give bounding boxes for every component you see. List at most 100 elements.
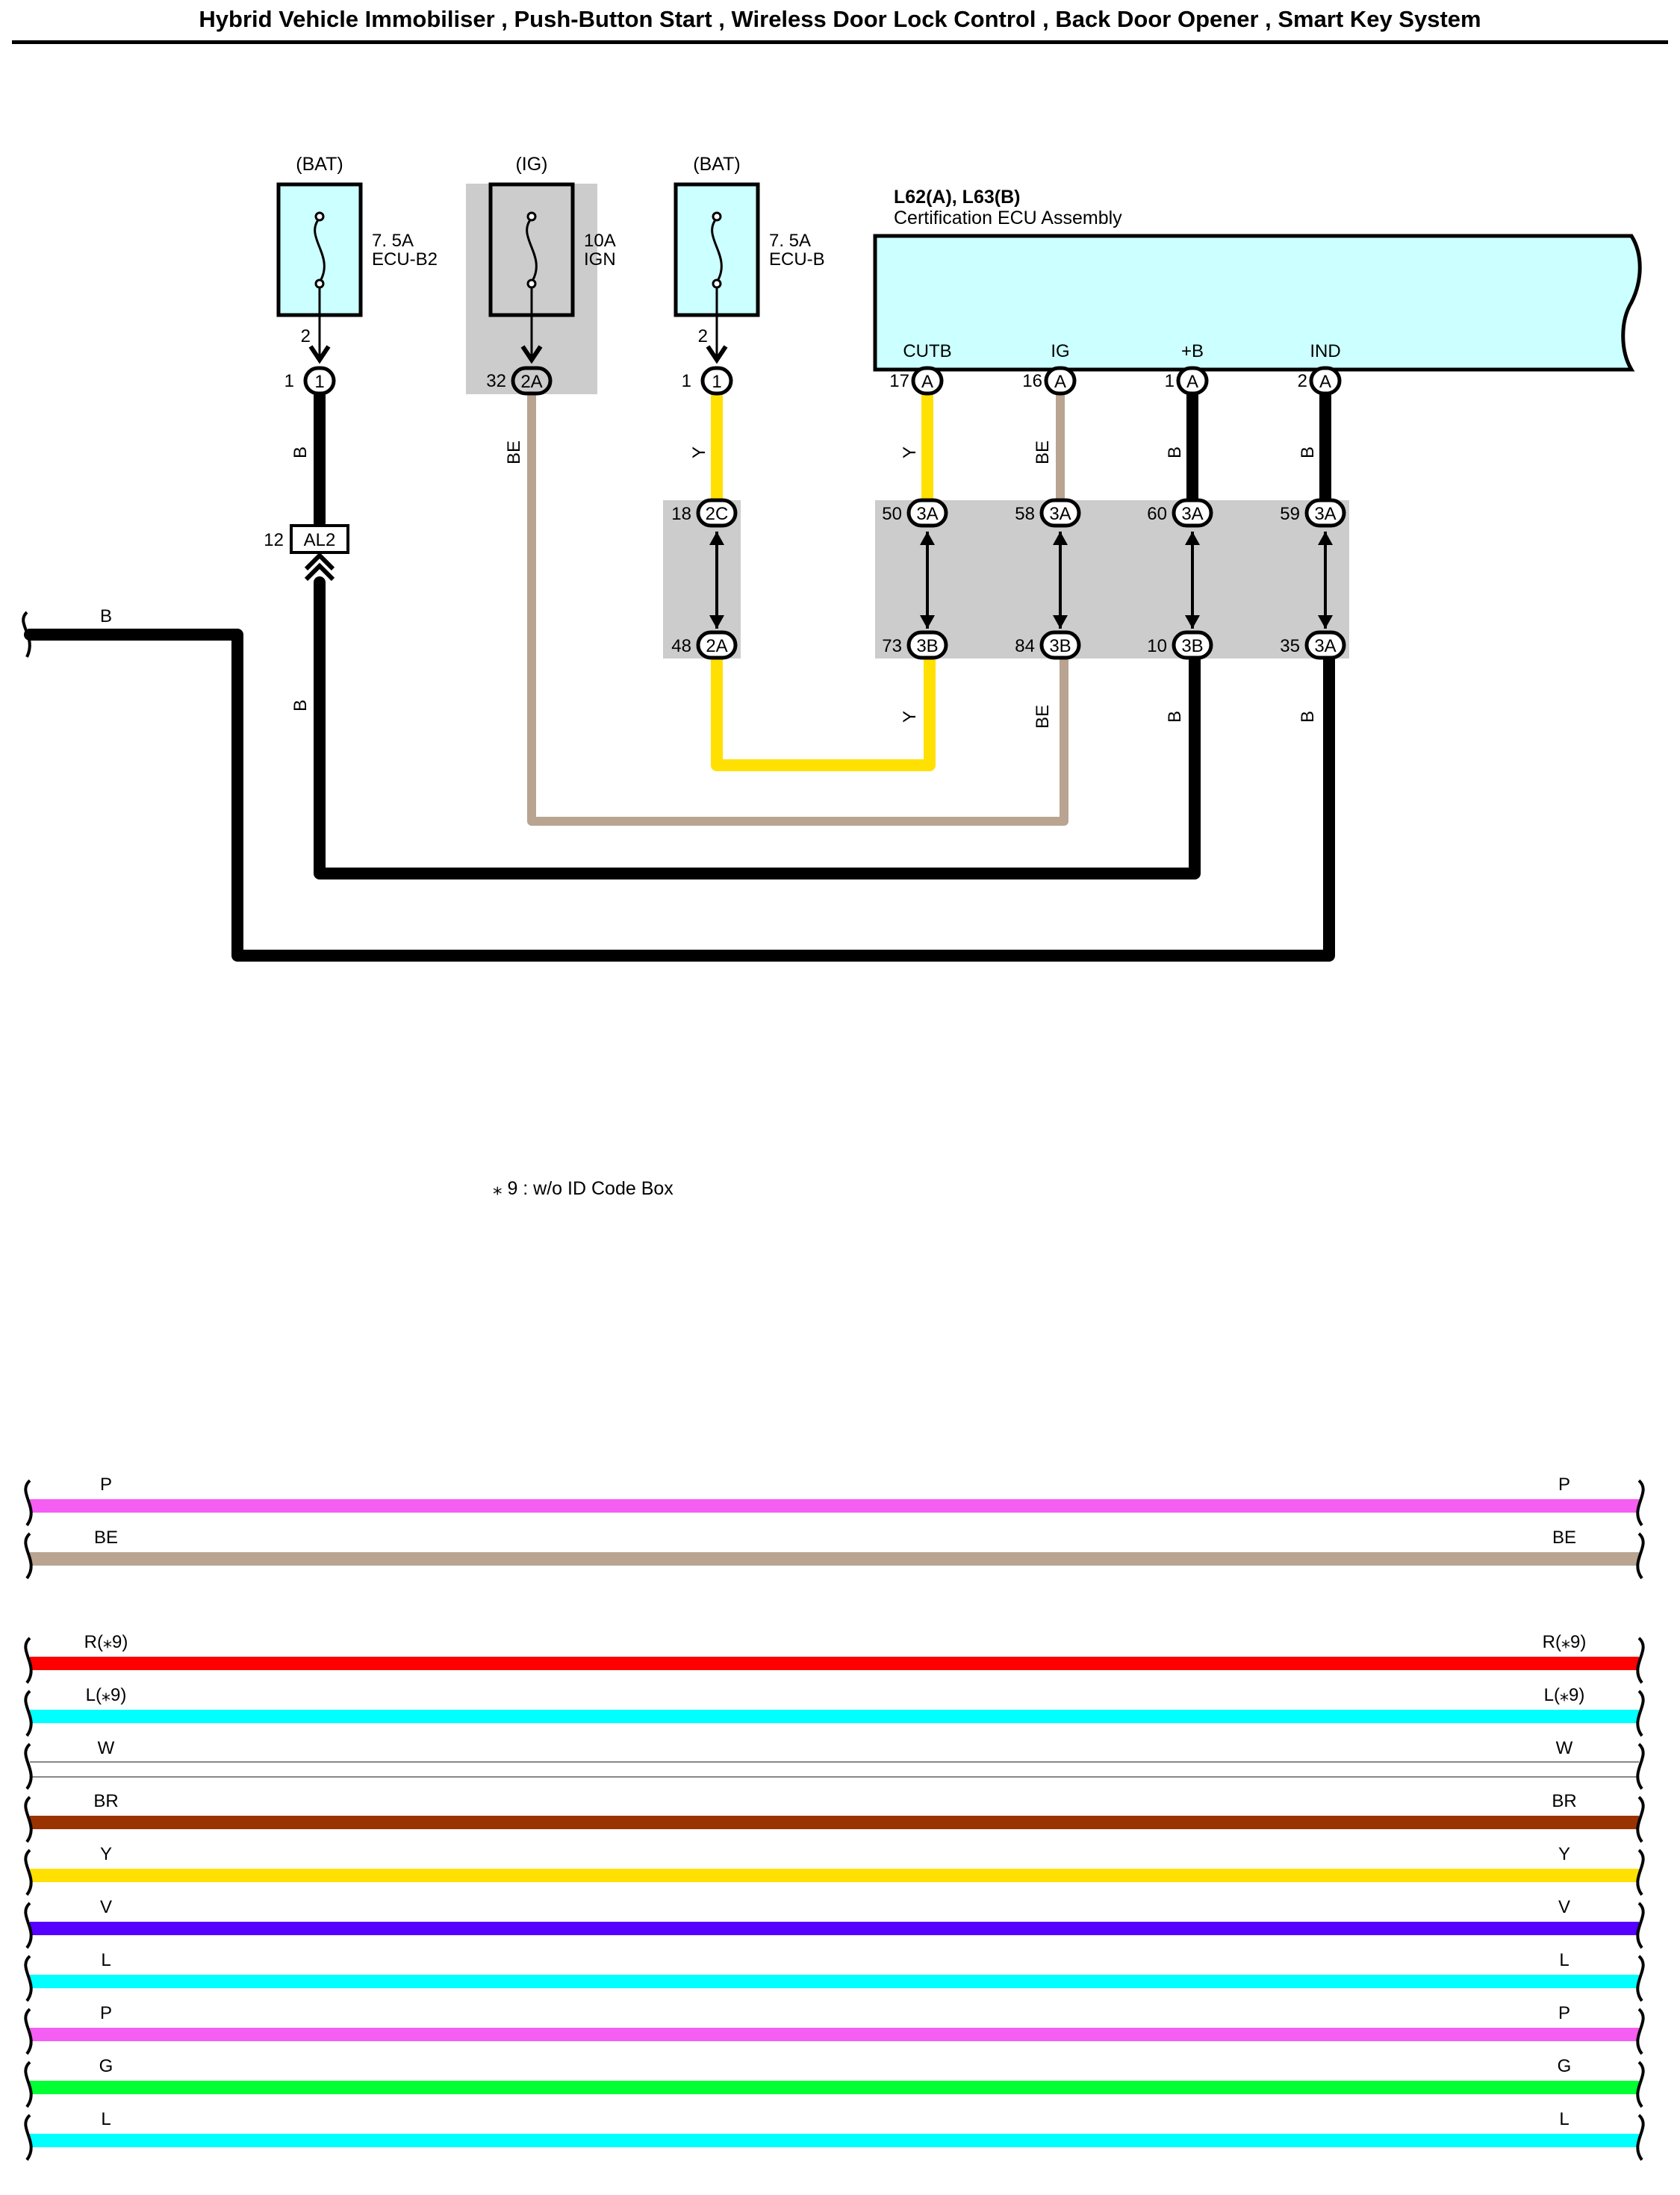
- wire-label-w5b: BE: [1033, 705, 1053, 729]
- fuse-2-connector-pin: 1: [682, 371, 691, 391]
- bus-b-3-break-right: [1636, 1796, 1645, 1843]
- ecu-terminal-0-pin: 17: [889, 371, 909, 391]
- fuse-0-arrow: [308, 345, 331, 364]
- wire-label-w4b: Y: [900, 711, 920, 723]
- fuse-1-rating: 10A: [584, 231, 616, 251]
- fuse-0-term-top: [314, 211, 325, 222]
- junction-1-top-pin: 50: [882, 504, 902, 524]
- bus-a-1-label-left: BE: [94, 1528, 118, 1548]
- junction-2-top-pin: 58: [1015, 504, 1035, 524]
- fuse-0-source: (BAT): [296, 154, 343, 175]
- junction-2-top-connector-label: 3A: [1049, 504, 1071, 524]
- junction-3-bottom-connector: [1172, 630, 1213, 660]
- junction-3-top-connector-label: 3A: [1181, 504, 1203, 524]
- fuse-2-connector-label: 1: [712, 372, 721, 392]
- junction-0-bottom-connector: [696, 630, 738, 660]
- fuse-2-connector: [700, 366, 733, 396]
- fuse-0-element: [314, 217, 326, 283]
- wire-label-left-bus: B: [100, 606, 112, 626]
- fuse-1-name: IGN: [584, 249, 616, 270]
- bus-b-8-break-left: [24, 2061, 33, 2108]
- bus-b-0-label-left: R(⁎9): [84, 1632, 128, 1652]
- junction-1-top-connector-label: 3A: [916, 504, 938, 524]
- ecu-name: Certification ECU Assembly: [894, 208, 1122, 228]
- junction-4-bottom-connector-label: 3A: [1314, 636, 1336, 656]
- bus-a-0-break-right: [1636, 1479, 1645, 1527]
- title-underline: [12, 40, 1668, 44]
- bus-b-7-break-right: [1636, 2008, 1645, 2055]
- wire-label-w3: Y: [689, 446, 709, 458]
- fuse-1-arrow: [520, 345, 543, 364]
- junction-3-bottom-connector-label: 3B: [1181, 636, 1203, 656]
- fuse-2-term-bottom: [712, 278, 722, 289]
- ecu-terminal-0-connector: [911, 366, 944, 396]
- fuse-2-name: ECU-B: [769, 249, 825, 270]
- junction-3-link-up: [1185, 532, 1200, 545]
- ecu-body: [873, 234, 1642, 372]
- fuse-0-term-bottom: [314, 278, 325, 289]
- junction-2-bottom-pin: 84: [1015, 636, 1035, 656]
- bus-b-6-break-left: [24, 1955, 33, 2002]
- junction-0-bottom-pin: 48: [671, 636, 691, 656]
- junction-4-top-connector: [1304, 498, 1346, 528]
- bus-b-0-label-right: R(⁎9): [1543, 1632, 1587, 1652]
- fuse-2-term-top: [712, 211, 722, 222]
- junction-2-bottom-connector-label: 3B: [1049, 636, 1071, 656]
- fuse-0-connector-pin: 1: [284, 371, 294, 391]
- bus-b-5-break-right: [1636, 1902, 1645, 1949]
- bus-b-9-break-left: [24, 2114, 33, 2161]
- fuse-1-connector: [511, 366, 553, 396]
- junction-0-link-up: [709, 532, 724, 545]
- ecu-terminal-0-label: CUTB: [903, 341, 951, 361]
- ecu-terminal-3-label: IND: [1310, 341, 1340, 361]
- junction-0-link-down: [709, 615, 724, 629]
- bus-b-8-break-right: [1636, 2061, 1645, 2108]
- ecu-terminal-2-connector: [1176, 366, 1209, 396]
- junction-1-top-connector: [906, 498, 948, 528]
- bus-b-3-break-left: [24, 1796, 33, 1843]
- ecu-terminal-1-pin: 16: [1022, 371, 1042, 391]
- fuse-0-connector-label: 1: [314, 372, 324, 392]
- al2-chevron-2: [304, 562, 335, 582]
- junction-1-link-up: [920, 532, 935, 545]
- al2-pin: 12: [264, 530, 284, 550]
- junction-0-top-connector: [696, 498, 738, 528]
- bus-b-6-label-right: L: [1559, 1950, 1569, 1970]
- fuse-1-term-bottom: [526, 278, 537, 289]
- wire-y-2a-to-3b: [711, 653, 936, 771]
- fuse-0-connector: [303, 366, 336, 396]
- junction-2-bottom-connector: [1039, 630, 1081, 660]
- bus-b-2-label-left: W: [98, 1738, 115, 1758]
- ecu-terminal-2-connector-label: A: [1186, 372, 1198, 392]
- junction-0-top-pin: 18: [671, 504, 691, 524]
- fuse-0-pin: 2: [301, 326, 311, 346]
- junction-1-bottom-connector: [906, 630, 948, 660]
- junction-4-link-down: [1318, 615, 1333, 629]
- al2-label: AL2: [304, 530, 336, 550]
- left-bus-break-mark: [22, 611, 31, 658]
- ecu-terminal-2-pin: 1: [1165, 371, 1175, 391]
- junction-box-3: [875, 500, 1349, 658]
- fuse-2-rating: 7. 5A: [769, 231, 811, 251]
- bus-a-0-label-left: P: [100, 1475, 112, 1495]
- wire-b-al2-to-3b: [314, 576, 1201, 879]
- bus-a-1-break-right: [1636, 1532, 1645, 1580]
- junction-4-link-up: [1318, 532, 1333, 545]
- fuse-2-element: [711, 217, 723, 283]
- wire-label-w1b: B: [290, 700, 311, 712]
- bus-b-8-label-right: G: [1558, 2056, 1572, 2076]
- junction-1-link-down: [920, 615, 935, 629]
- ecu-code: L62(A), L63(B): [894, 187, 1020, 208]
- ecu-terminal-1-connector: [1044, 366, 1077, 396]
- wire-be-ign: [527, 391, 1068, 826]
- fuse-1-connector-pin: 32: [486, 371, 506, 391]
- junction-3-top-connector: [1172, 498, 1213, 528]
- bus-b-4-label-right: Y: [1558, 1844, 1570, 1864]
- bus-b-2-label-right: W: [1556, 1738, 1573, 1758]
- bus-a-1-break-left: [24, 1532, 33, 1580]
- diagram-title: Hybrid Vehicle Immobiliser , Push-Button…: [199, 6, 1481, 32]
- bus-b-1-label-right: L(⁎9): [1544, 1685, 1585, 1705]
- bus-b-6-label-left: L: [101, 1950, 111, 1970]
- bus-b-7-label-left: P: [100, 2003, 112, 2023]
